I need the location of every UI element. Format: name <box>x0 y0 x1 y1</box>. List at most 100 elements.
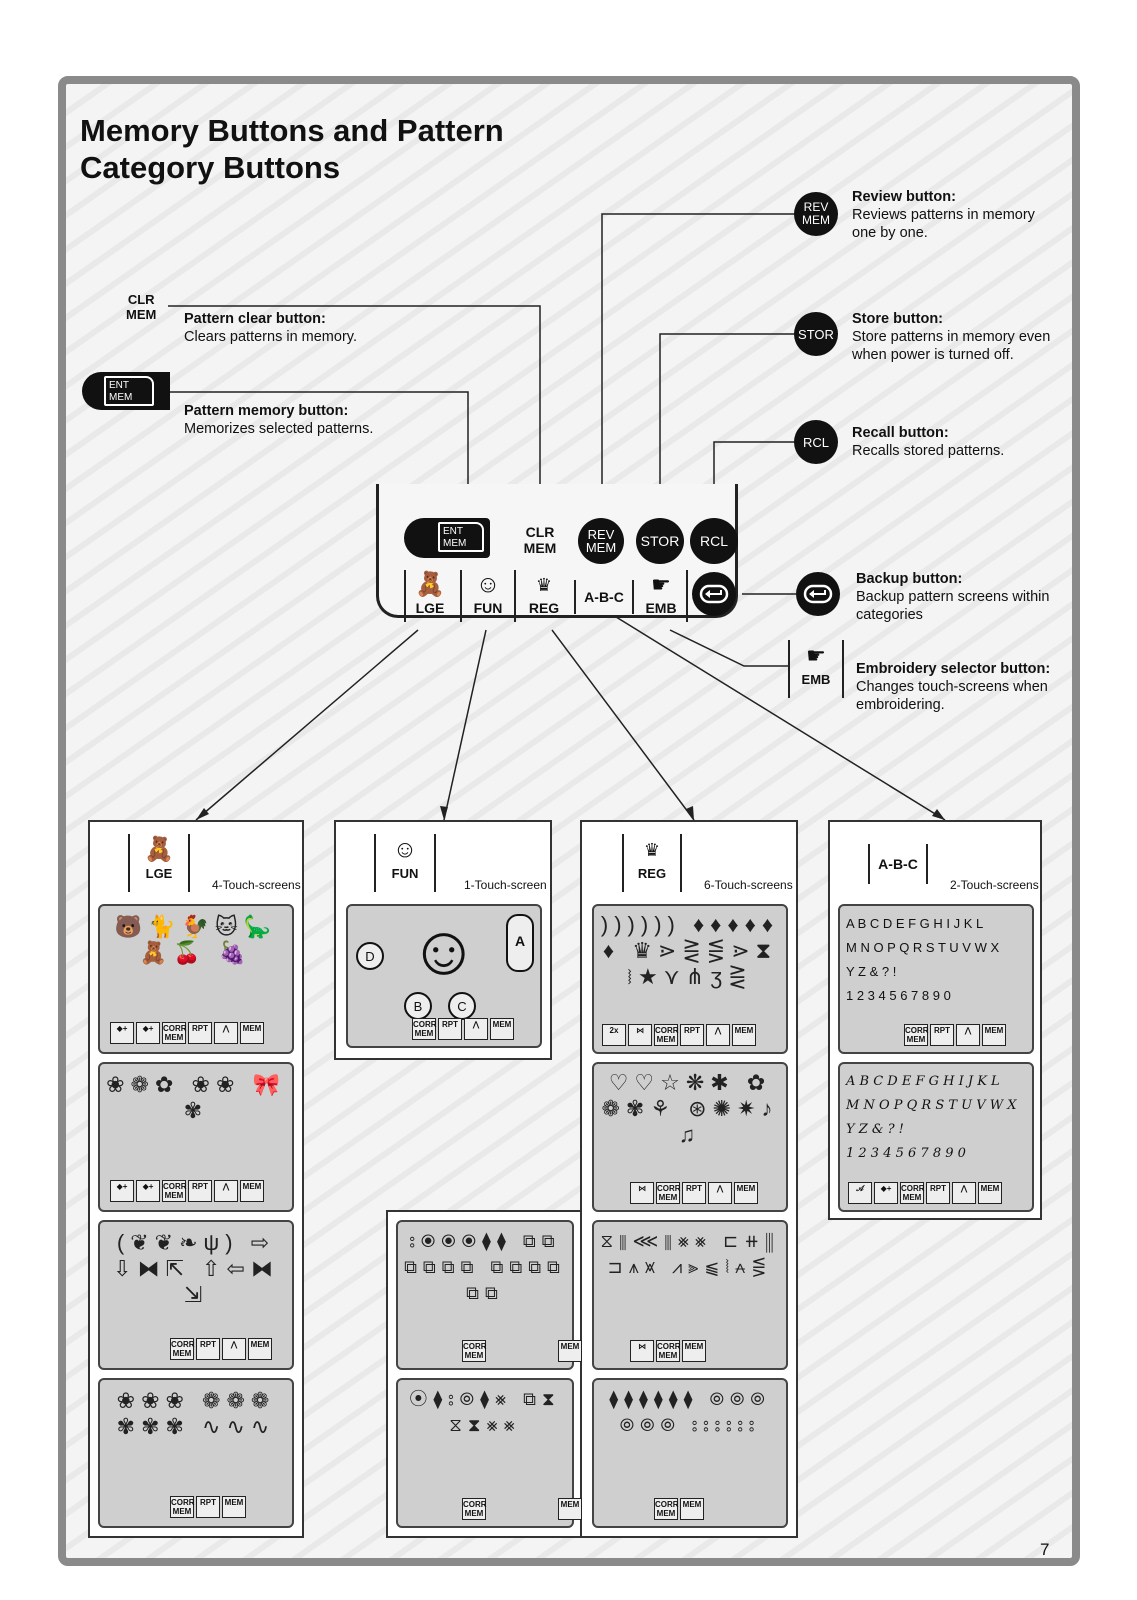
abc-lcd-1-rows: A B C D E F G H I J K L M N O P Q R S T … <box>846 912 999 1008</box>
reg2-corr[interactable]: CORR MEM <box>656 1182 681 1204</box>
lge4-corr[interactable]: CORR MEM <box>170 1496 195 1518</box>
lge1-rpt[interactable]: RPT <box>188 1022 212 1044</box>
lge-button[interactable]: 🧸 LGE <box>404 570 454 622</box>
reg-header-label: REG <box>637 866 667 881</box>
backup-description: Backup button: Backup pattern screens wi… <box>856 570 1056 624</box>
crown-icon-header: ♛ <box>643 840 661 860</box>
fun-a-label: A <box>514 933 526 949</box>
reg3-corr[interactable]: CORR MEM <box>462 1340 487 1362</box>
fun-point-d[interactable]: D <box>356 942 384 970</box>
lge2-mem[interactable]: MEM <box>240 1180 264 1202</box>
fun-point-a[interactable]: A <box>506 914 534 972</box>
lge3-mem[interactable]: MEM <box>248 1338 272 1360</box>
reg4-mem[interactable]: MEM <box>682 1340 706 1362</box>
stor-btn-label: STOR <box>640 532 680 549</box>
recall-head: Recall button: <box>852 425 949 441</box>
reg6-corr[interactable]: CORR MEM <box>654 1498 679 1520</box>
fun-button[interactable]: ☺ FUN <box>460 570 516 622</box>
reg-button[interactable]: ♛ REG <box>520 570 568 622</box>
reg5-corr[interactable]: CORR MEM <box>462 1498 487 1520</box>
reg4-corr[interactable]: CORR MEM <box>656 1340 681 1362</box>
rev-l2: MEM <box>802 213 830 227</box>
lge3-rpt[interactable]: RPT <box>196 1338 220 1360</box>
reg1-corr[interactable]: CORR MEM <box>654 1024 679 1046</box>
reg1-rpt[interactable]: RPT <box>680 1024 704 1046</box>
lge3-corr[interactable]: CORR MEM <box>170 1338 195 1360</box>
abc2-mem[interactable]: MEM <box>978 1182 1002 1204</box>
abc-button[interactable]: A-B-C <box>574 580 634 614</box>
crown-icon: ♛ <box>535 575 553 595</box>
abc-screens-box: A-B-C 2-Touch-screens A B C D E F G H I … <box>828 820 1042 1220</box>
lge1-corr[interactable]: CORR MEM <box>162 1022 187 1044</box>
lge4-mem[interactable]: MEM <box>222 1496 246 1518</box>
ent-btn-l2: MEM <box>443 538 467 549</box>
fun-rpt[interactable]: RPT <box>438 1018 462 1040</box>
stor-button[interactable]: STOR <box>636 518 684 564</box>
backup-body: Backup pattern screens within categories <box>856 589 1050 623</box>
clr-mem-key-label: CLR MEM <box>126 292 156 322</box>
lge-screen-count: 4-Touch-screens <box>212 878 301 892</box>
reg5-mem[interactable]: MEM <box>558 1498 582 1520</box>
abc-screen-count: 2-Touch-screens <box>950 878 1039 892</box>
reg1-2x[interactable]: 2x <box>602 1024 626 1046</box>
reg2-mem[interactable]: MEM <box>734 1182 758 1204</box>
abc2-rpt[interactable]: RPT <box>926 1182 950 1204</box>
abc1-corr[interactable]: CORR MEM <box>904 1024 929 1046</box>
abc1-rpt[interactable]: RPT <box>930 1024 954 1046</box>
lge2-corr[interactable]: CORR MEM <box>162 1180 187 1202</box>
fun-mem[interactable]: MEM <box>490 1018 514 1040</box>
ent-btn-l1: ENT <box>443 526 463 537</box>
store-body: Store patterns in memory even when power… <box>852 329 1051 363</box>
abc-lcd-1[interactable]: A B C D E F G H I J K L M N O P Q R S T … <box>838 904 1034 1054</box>
reg2-rpt[interactable]: RPT <box>682 1182 706 1204</box>
lge4-rpt[interactable]: RPT <box>196 1496 220 1518</box>
store-description: Store button: Store patterns in memory e… <box>852 310 1052 364</box>
clear-description: Pattern clear button: Clears patterns in… <box>184 310 444 346</box>
reg3-mem[interactable]: MEM <box>558 1340 582 1362</box>
emb-button[interactable]: ☛ EMB <box>636 570 688 622</box>
store-head: Store button: <box>852 311 944 327</box>
fun-point-c[interactable]: C <box>448 992 476 1020</box>
fun-corr[interactable]: CORR MEM <box>412 1018 437 1040</box>
lge-button-label: LGE <box>415 600 445 616</box>
reg6-mem[interactable]: MEM <box>680 1498 704 1520</box>
page-number: 7 <box>1040 1540 1050 1559</box>
abc2-row-4: 1 2 3 4 5 6 7 8 9 0 <box>846 1146 966 1161</box>
abc-lcd-2[interactable]: A B C D E F G H I J K L M N O P Q R S T … <box>838 1062 1034 1212</box>
recall-description: Recall button: Recalls stored patterns. <box>852 424 1052 460</box>
backup-button[interactable] <box>692 572 736 616</box>
lge2-rpt[interactable]: RPT <box>188 1180 212 1202</box>
fun-point-b[interactable]: B <box>404 992 432 1020</box>
boy-face-icon-header: ☺ <box>392 836 418 863</box>
clear-head: Pattern clear button: <box>184 311 326 327</box>
abc2-corr[interactable]: CORR MEM <box>900 1182 925 1204</box>
review-description: Review button: Reviews patterns in memor… <box>852 188 1052 242</box>
lge-lcd-2-glyphs: ❀❁✿ ❀❀ 🎀 ✾ <box>106 1072 286 1123</box>
lge1-mem[interactable]: MEM <box>240 1022 264 1044</box>
reg1-mem[interactable]: MEM <box>732 1024 756 1046</box>
emb-button-label: EMB <box>645 600 677 616</box>
abc1-mem[interactable]: MEM <box>982 1024 1006 1046</box>
reg-header-icon: ♛ REG <box>622 834 682 892</box>
reg-screen-count: 6-Touch-screens <box>704 878 793 892</box>
rcl-button[interactable]: RCL <box>690 518 738 564</box>
